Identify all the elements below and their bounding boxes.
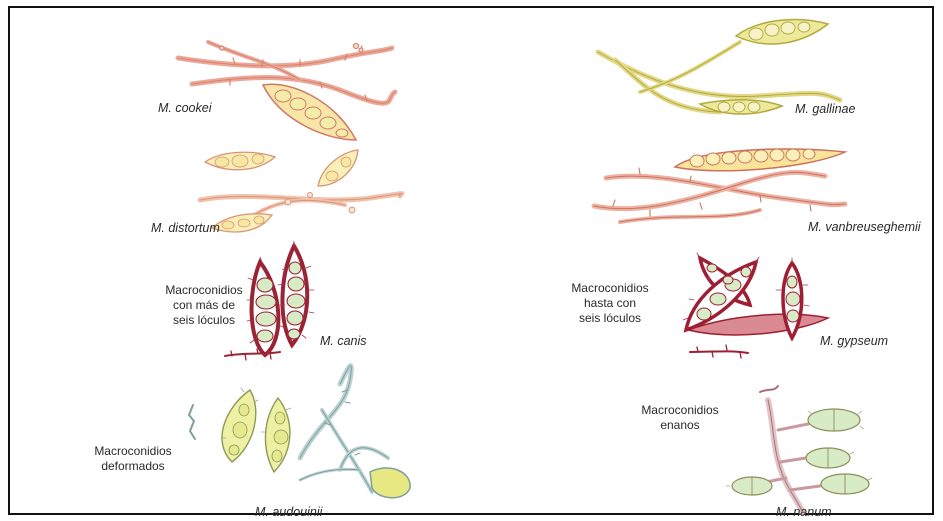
label-m-gypseum: M. gypseum	[820, 334, 888, 348]
svg-text:seis lóculos: seis lóculos	[579, 311, 641, 325]
svg-text:hasta con: hasta con	[584, 296, 636, 310]
nanum-conidia	[732, 409, 869, 495]
m-canis-drawing	[225, 241, 314, 360]
label-m-vanbreuseghemii: M. vanbreuseghemii	[808, 220, 922, 234]
m-vanbreuseghemii-drawing	[594, 149, 845, 222]
canis-hypha	[225, 352, 280, 356]
svg-text:enanos: enanos	[660, 418, 699, 432]
m-audouinii-drawing	[189, 366, 410, 498]
note-more-than-six-locules: Macroconidios con más de seis lóculos	[165, 283, 242, 327]
note-deformed: Macroconidios deformados	[94, 444, 171, 473]
label-m-audouinii: M. audouinii	[255, 505, 324, 519]
label-m-distortum: M. distortum	[151, 221, 220, 235]
m-distortum-drawing	[200, 150, 402, 232]
note-dwarf: Macroconidios enanos	[641, 403, 718, 432]
svg-text:Macroconidios: Macroconidios	[571, 281, 648, 295]
label-m-cookei: M. cookei	[158, 101, 213, 115]
nanum-stalk	[768, 400, 802, 512]
svg-text:Macroconidios: Macroconidios	[94, 444, 171, 458]
label-m-gallinae: M. gallinae	[795, 102, 855, 116]
svg-text:Macroconidios: Macroconidios	[641, 403, 718, 417]
m-cookei-drawing	[178, 42, 395, 140]
note-up-to-six-locules: Macroconidios hasta con seis lóculos	[571, 281, 648, 325]
m-gallinae-drawing	[598, 20, 840, 114]
gypseum-hypha	[690, 351, 748, 353]
svg-text:Macroconidios: Macroconidios	[165, 283, 242, 297]
m-gypseum-drawing	[683, 253, 828, 358]
label-m-nanum: M. nanum	[776, 505, 832, 519]
label-m-canis: M. canis	[320, 334, 367, 348]
audouinii-terminal-chlamydospore	[370, 468, 410, 498]
svg-text:deformados: deformados	[101, 459, 164, 473]
svg-text:con más de: con más de	[173, 298, 235, 312]
distortum-conidium-2	[318, 150, 358, 186]
svg-text:seis lóculos: seis lóculos	[173, 313, 235, 327]
m-nanum-drawing	[726, 386, 872, 512]
